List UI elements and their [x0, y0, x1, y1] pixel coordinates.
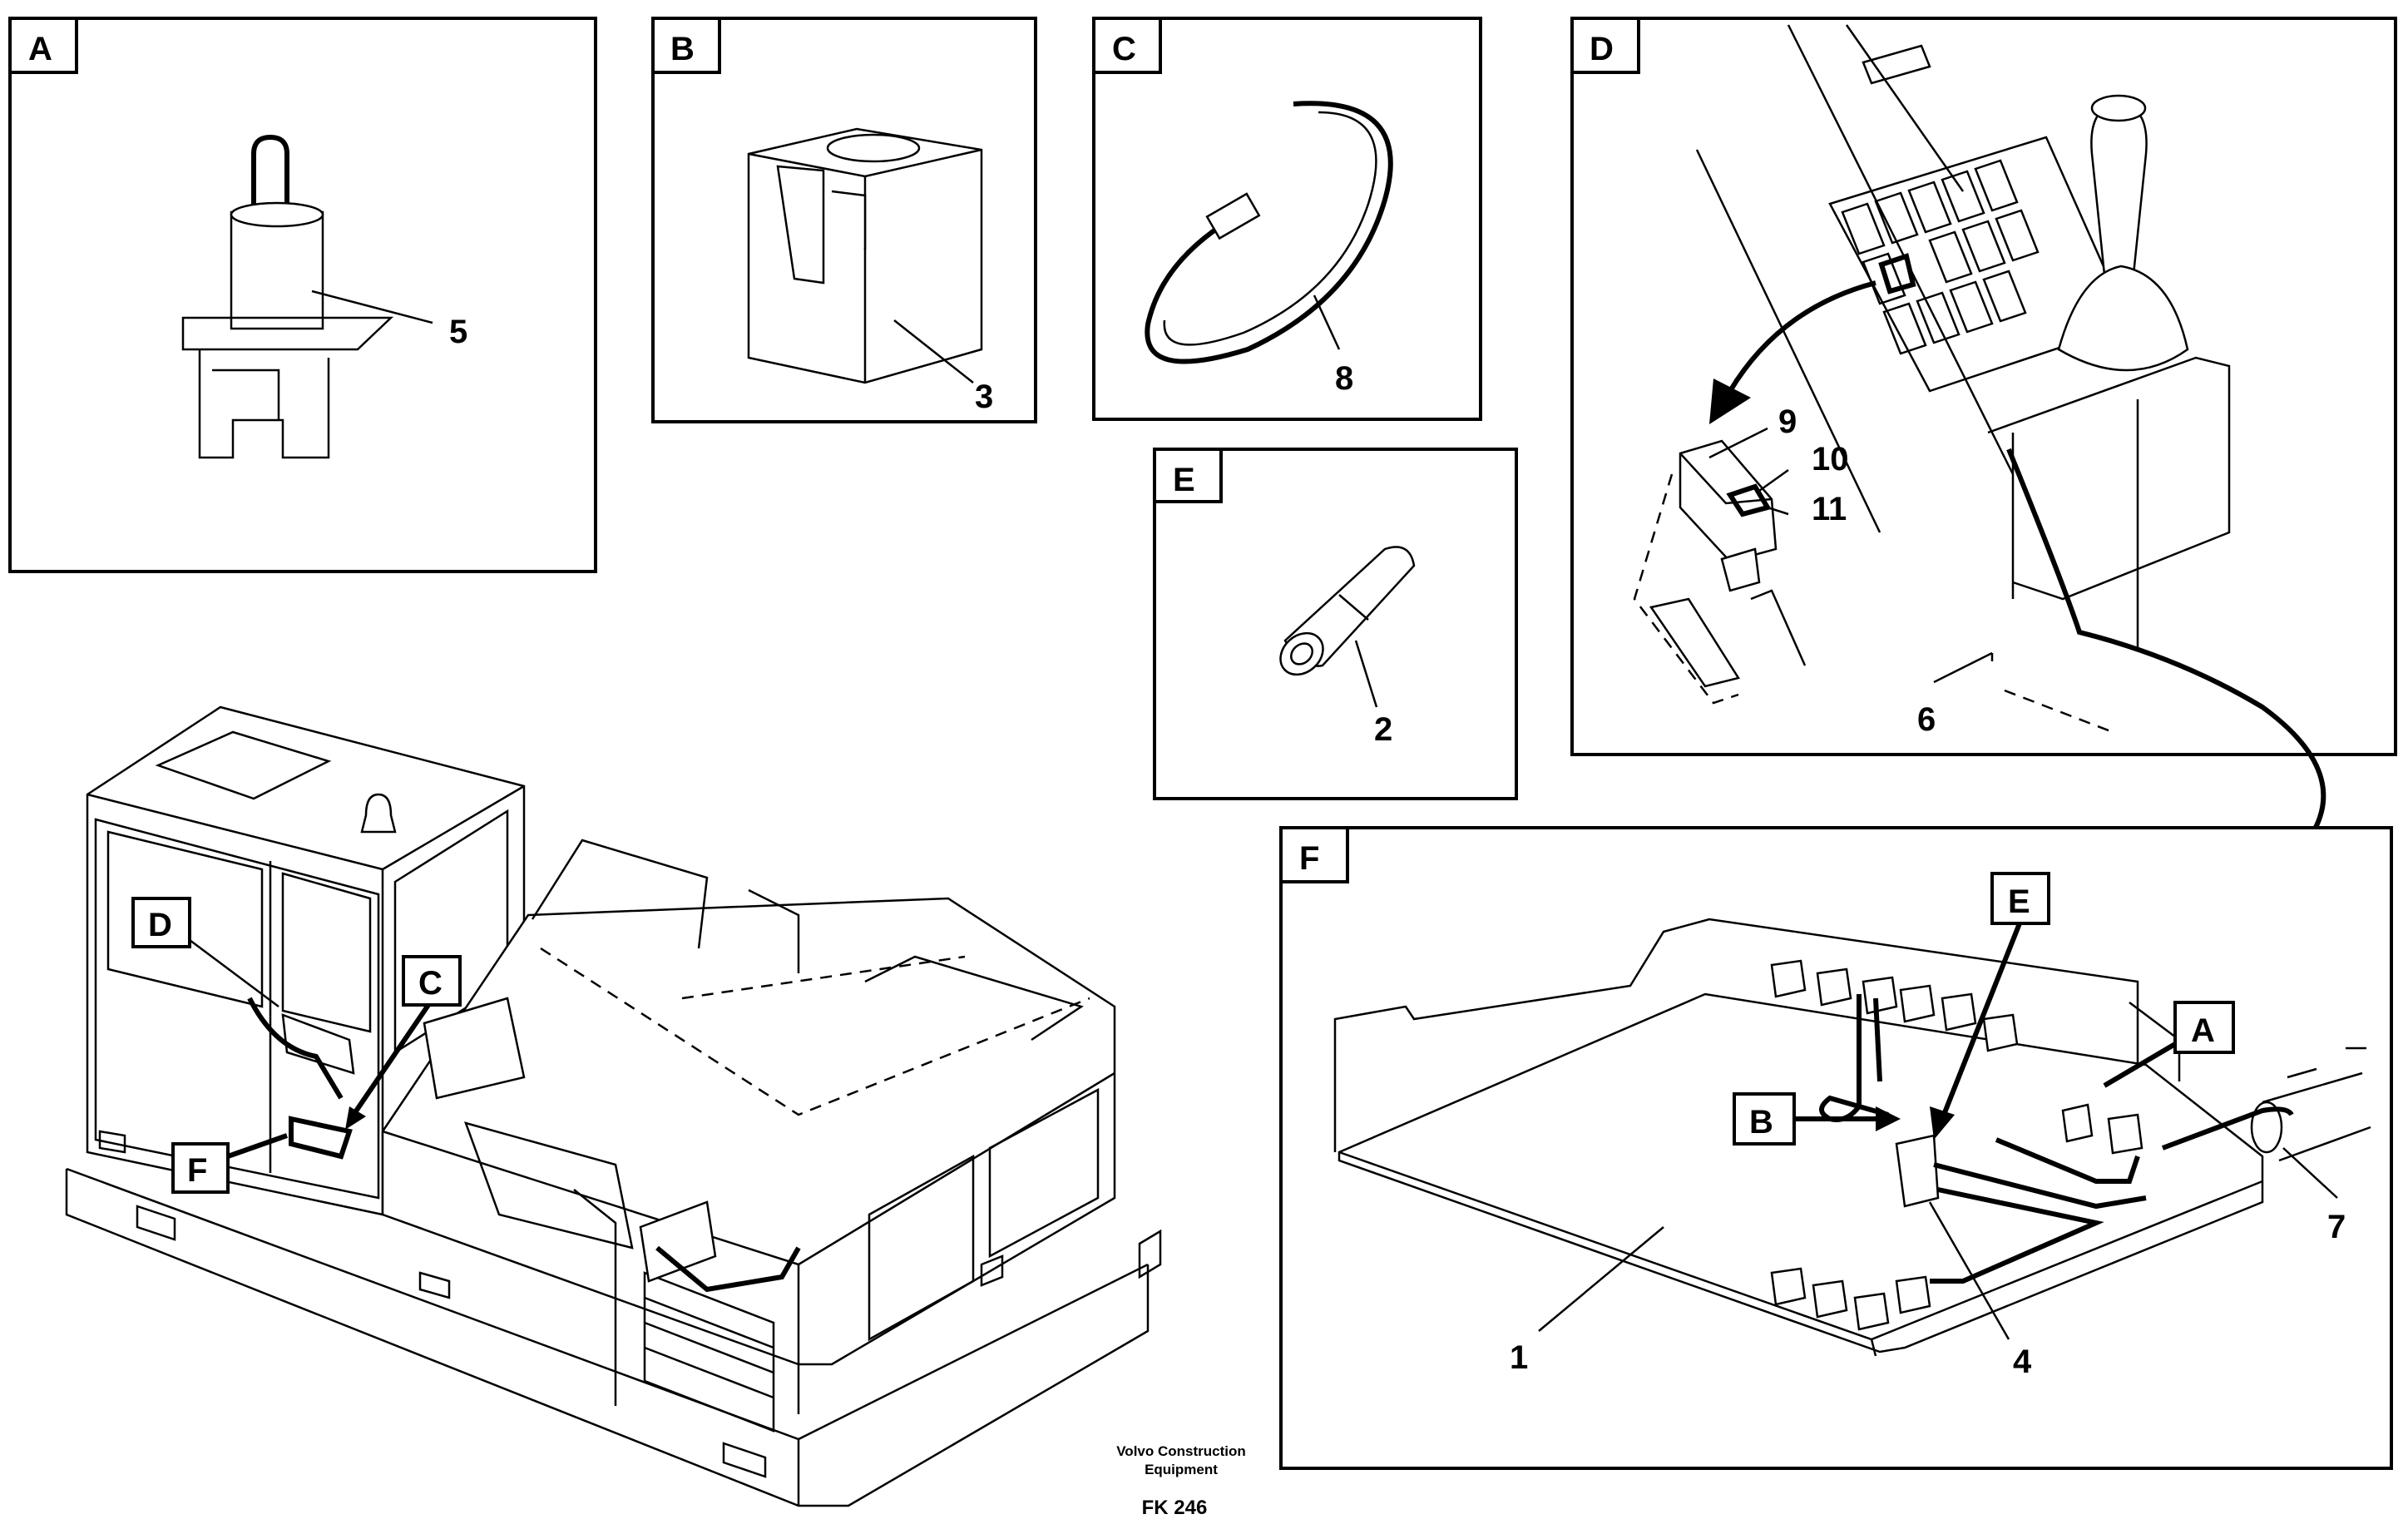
part-4-label: 4 — [2013, 1344, 2032, 1380]
panel-f: F — [1279, 826, 2393, 1470]
svg-text:E: E — [2008, 883, 2030, 920]
panel-a: A 5 — [8, 17, 597, 573]
svg-text:B: B — [1749, 1104, 1773, 1141]
panel-d: D — [1570, 17, 2397, 1099]
panel-c: C 8 — [1092, 17, 1482, 421]
part-7-label: 7 — [2327, 1209, 2346, 1245]
svg-text:F: F — [187, 1152, 207, 1189]
part-11-label: 11 — [1812, 491, 1847, 527]
part-6-label: 6 — [1917, 701, 1936, 738]
panel-b: B 3 — [651, 17, 1037, 423]
butt-connector-part — [1279, 546, 1416, 708]
relay-row-top — [1770, 959, 2019, 1052]
relay-part — [181, 134, 433, 459]
part-1-label: 1 — [1510, 1339, 1528, 1376]
callout-b-board: B — [1733, 1092, 1901, 1146]
panel-e-letter: E — [1173, 462, 1195, 498]
panel-c-letter: C — [1112, 31, 1136, 67]
callout-a-board: A — [2103, 1001, 2235, 1088]
relay-cover-part — [747, 127, 983, 384]
panel-d-letter: D — [1590, 31, 1614, 67]
beacon-icon — [360, 793, 397, 834]
part-2-label: 2 — [1374, 711, 1392, 748]
part-5-label: 5 — [449, 314, 467, 350]
part-9-label: 9 — [1778, 403, 1797, 440]
joystick — [1987, 94, 2231, 734]
part-3-label: 3 — [975, 379, 993, 415]
svg-text:A: A — [2191, 1012, 2215, 1049]
relay-part-4 — [1895, 1134, 1940, 1208]
figure-code: FK 246 — [1142, 1497, 1208, 1519]
panel-e: E 2 — [1153, 448, 1518, 800]
panel-f-letter: F — [1299, 840, 1319, 877]
relay-board — [1333, 918, 2371, 1357]
rocker-switch — [1679, 439, 1778, 592]
company-line-2: Equipment — [1145, 1462, 1218, 1477]
dashboard-console — [1633, 24, 2326, 1099]
callout-d-machine: D — [131, 897, 279, 1008]
callout-f-machine: F — [171, 1133, 288, 1194]
cable-tie-part — [1145, 101, 1393, 364]
svg-text:C: C — [418, 965, 443, 1002]
part-10-label: 10 — [1812, 441, 1849, 478]
machine-overview: D C F — [65, 705, 1162, 1507]
relay-row-bottom — [1770, 1267, 1931, 1331]
svg-text:D: D — [148, 907, 172, 943]
footer: Volvo Construction Equipment FK 246 — [1116, 1443, 1246, 1519]
company-line-1: Volvo Construction — [1116, 1443, 1246, 1459]
panel-b-letter: B — [670, 31, 695, 67]
callout-c-machine: C — [345, 955, 462, 1130]
callout-e-board: E — [1930, 872, 2050, 1140]
part-8-label: 8 — [1335, 360, 1353, 397]
switch-grid — [1841, 159, 2040, 355]
panel-a-letter: A — [28, 31, 52, 67]
